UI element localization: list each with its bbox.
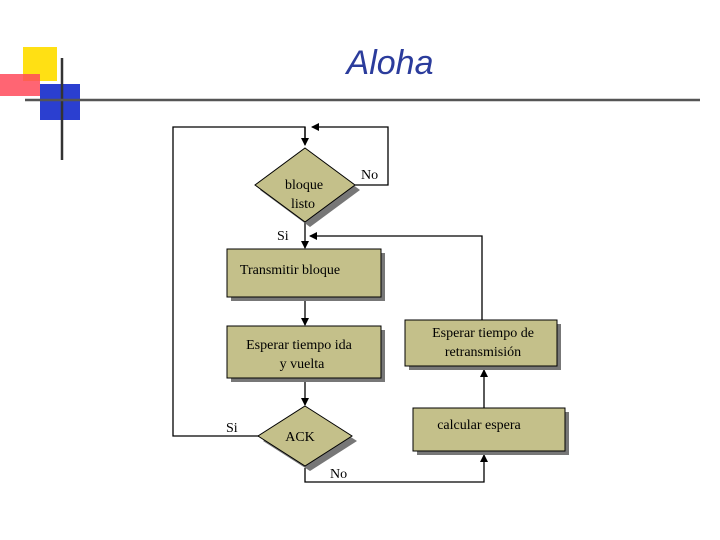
decision-ready-line2: listo [291,197,315,212]
box-wait-retx: Esperar tiempo de retransmisión [404,319,561,370]
box-transmit: Transmitir bloque [226,248,385,301]
label-si-top: Si [277,229,289,244]
label-no-bottom: No [330,467,347,482]
box-calc-wait-label: calcular espera [437,418,521,433]
label-no-top: No [361,168,378,183]
box-wait-rtt: Esperar tiempo ida y vuelta [226,325,385,382]
decision-block-ready: bloque listo [254,147,360,227]
decision-ack-label: ACK [285,430,315,445]
label-si-bottom: Si [226,421,238,436]
box-wait-rtt-line2: y vuelta [280,357,325,372]
decision-ready-line1: bloque [285,178,323,193]
box-calc-wait: calcular espera [412,407,569,455]
connector-no-loop [311,123,389,186]
box-wait-rtt-line1: Esperar tiempo ida [246,338,353,353]
connector-ack-no [304,454,488,483]
connector-retx-to-transmit [309,232,483,320]
blue-square-decoration [40,84,80,120]
box-wait-retx-line2: retransmisión [445,345,521,360]
red-bar-decoration [0,74,40,96]
decision-ack: ACK [257,405,357,471]
box-wait-retx-line1: Esperar tiempo de [432,326,534,341]
box-transmit-label: Transmitir bloque [240,263,340,278]
slide-title: Aloha [346,44,434,82]
